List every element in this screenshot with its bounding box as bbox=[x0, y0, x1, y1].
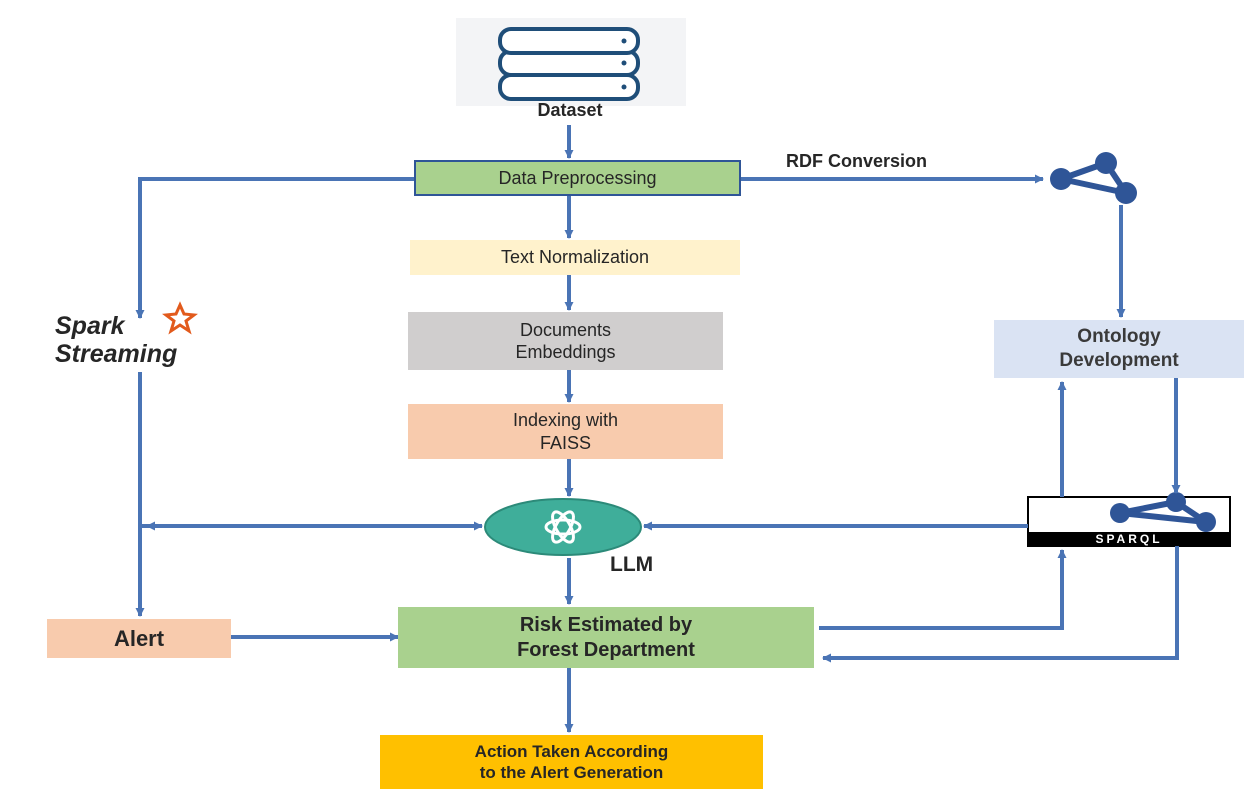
arrow-preprocessing-to-spark bbox=[135, 177, 414, 319]
text-normalization-box: Text Normalization bbox=[410, 240, 740, 275]
documents-embeddings-box: Documents Embeddings bbox=[408, 312, 723, 370]
risk-estimated-box: Risk Estimated by Forest Department bbox=[398, 607, 814, 668]
rdf-conversion-label: RDF Conversion bbox=[786, 151, 928, 171]
spark-wordmark: Spark bbox=[55, 312, 125, 340]
indexing-faiss-box: Indexing with FAISS bbox=[408, 404, 723, 459]
rdf-graph-icon bbox=[1050, 152, 1137, 204]
sparql-logo-text: SPARQL bbox=[1095, 532, 1163, 546]
data-preprocessing-box: Data Preprocessing bbox=[414, 160, 741, 196]
dataset-label: Dataset bbox=[537, 100, 603, 120]
llm-openai-icon bbox=[484, 498, 642, 556]
action-taken-box: Action Taken According to the Alert Gene… bbox=[380, 735, 763, 789]
arrow-sparql-to-risk bbox=[822, 546, 1179, 663]
streaming-wordmark: Streaming bbox=[55, 340, 178, 368]
llm-label: LLM bbox=[610, 553, 654, 576]
alert-box: Alert bbox=[47, 619, 231, 658]
sparql-logo-icon bbox=[1027, 492, 1231, 547]
ontology-development-box: Ontology Development bbox=[994, 320, 1244, 378]
arrow-risk-to-sparql bbox=[819, 549, 1067, 630]
database-icon bbox=[456, 18, 686, 106]
spark-star-icon bbox=[162, 301, 198, 335]
